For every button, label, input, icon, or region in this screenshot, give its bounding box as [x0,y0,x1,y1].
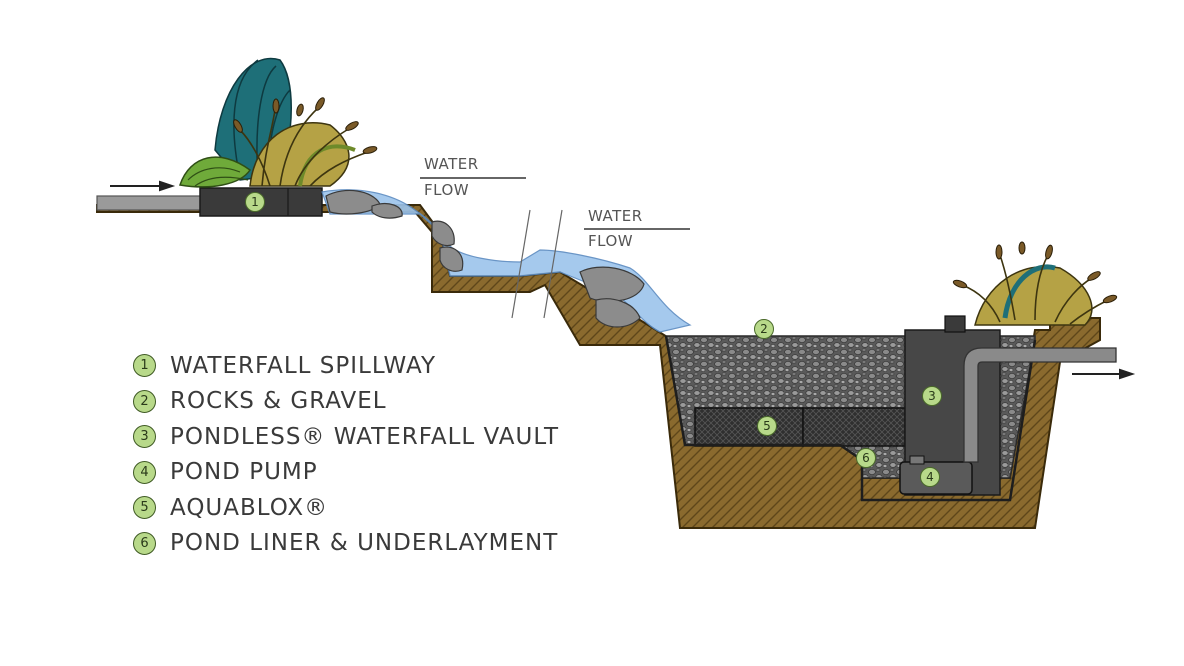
water-flow-label-1-line1: WATER [424,155,479,173]
badge-1: 1 [245,192,265,212]
legend-number: 1 [133,354,156,378]
legend-label: POND LINER & UNDERLAYMENT [170,530,559,557]
badge-3: 3 [922,386,942,406]
water-flow-label-1-line2: FLOW [424,181,470,199]
right-plants [952,241,1118,326]
aquablox-block [694,407,804,447]
water-flow-rule-2 [584,228,690,230]
legend: 1 WATERFALL SPILLWAY 2 ROCKS & GRAVEL 3 … [133,348,559,561]
legend-number: 6 [133,531,156,555]
left-plants [179,57,378,188]
legend-item: 1 WATERFALL SPILLWAY [133,348,559,384]
pump-pipe [963,347,1117,463]
legend-label: PONDLESS® WATERFALL VAULT [170,423,560,450]
legend-item: 5 AQUABLOX® [133,490,559,526]
legend-number: 2 [133,389,156,413]
legend-number: 4 [133,460,156,484]
water-flow-rule-1 [420,177,526,179]
legend-item: 2 ROCKS & GRAVEL [133,384,559,420]
water-flow-label-2-line1: WATER [588,207,643,225]
legend-item: 3 PONDLESS® WATERFALL VAULT [133,419,559,455]
legend-number: 5 [133,496,156,520]
break-line [511,209,531,319]
flow-arrows [110,180,1136,380]
legend-item: 4 POND PUMP [133,455,559,491]
water-flow-label-2-line2: FLOW [588,232,634,250]
badge-6: 6 [856,448,876,468]
badge-5: 5 [757,416,777,436]
badge-2: 2 [754,319,774,339]
stream-stones [325,189,645,328]
legend-item: 6 POND LINER & UNDERLAYMENT [133,526,559,562]
legend-label: AQUABLOX® [170,494,329,521]
legend-label: WATERFALL SPILLWAY [170,352,437,379]
left-edging [96,195,208,211]
legend-label: POND PUMP [170,459,318,486]
legend-label: ROCKS & GRAVEL [170,388,387,415]
spillway-box [199,187,323,217]
badge-4: 4 [920,467,940,487]
legend-number: 3 [133,425,156,449]
